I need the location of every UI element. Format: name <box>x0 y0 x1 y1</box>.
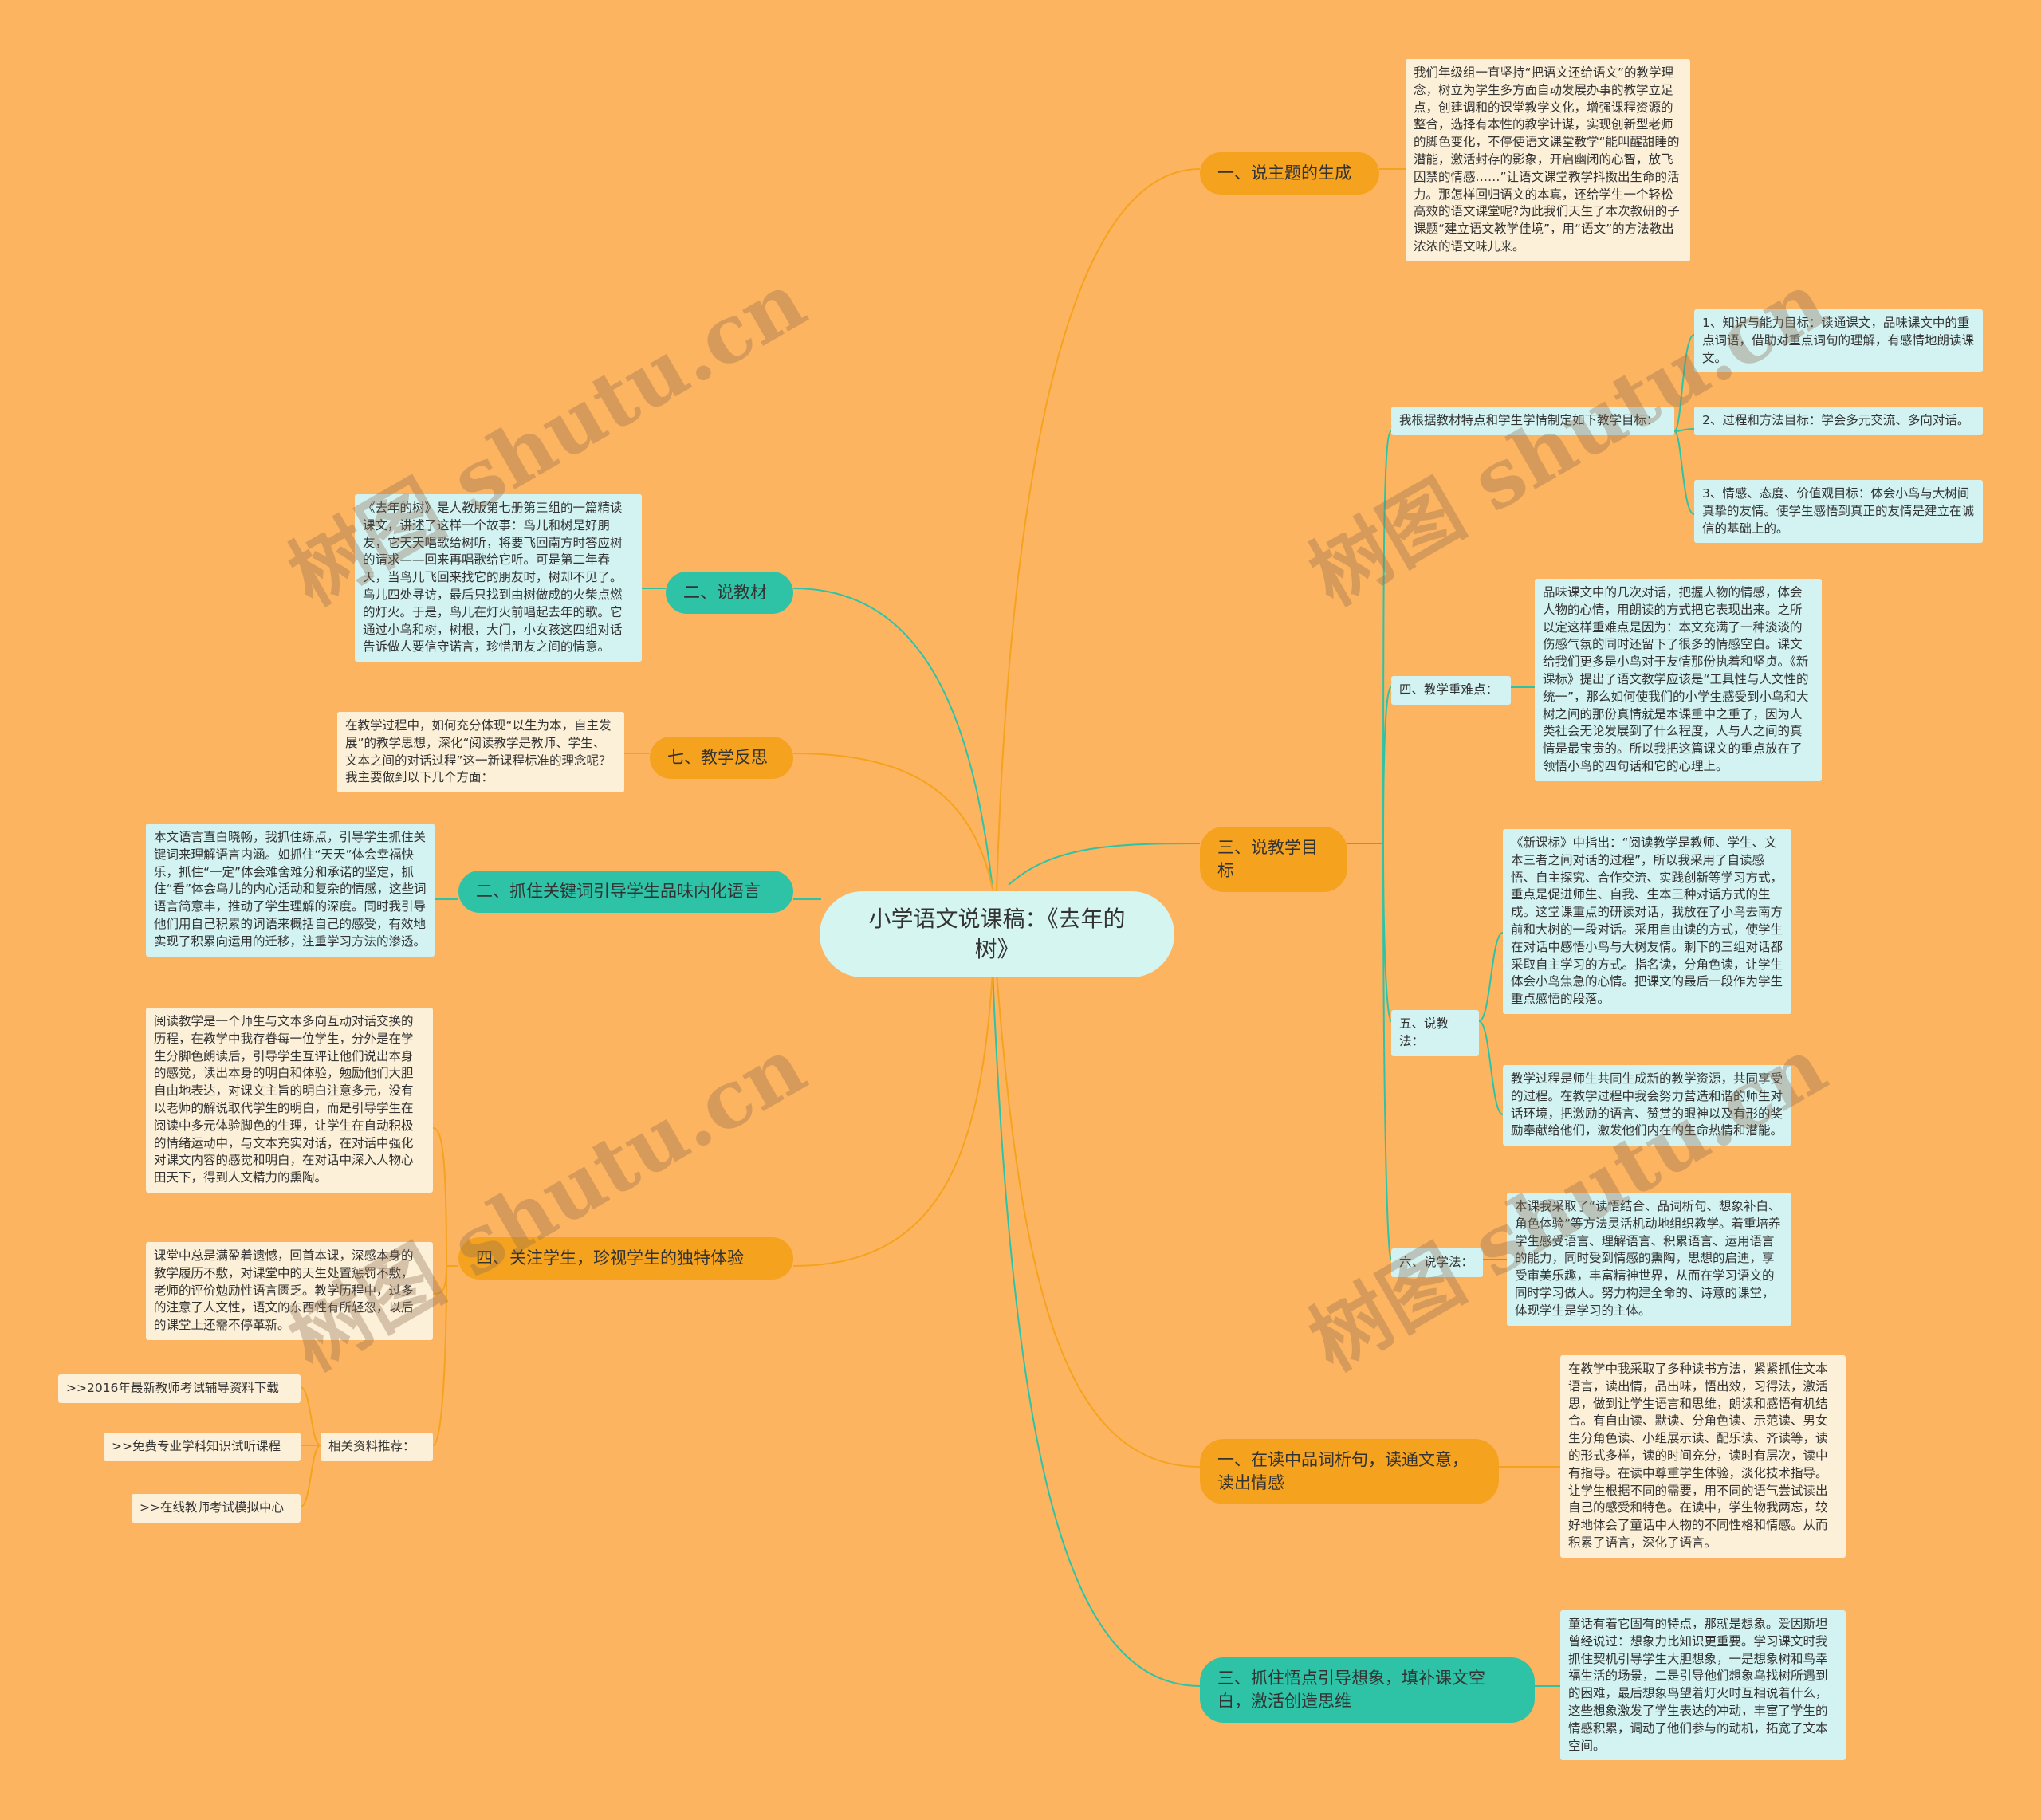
branch-reflection-label: 七、教学反思 <box>667 748 768 767</box>
branch-reflection[interactable]: 七、教学反思 <box>650 737 793 779</box>
topic-leaf-text: 我们年级组一直坚持“把语文还给语文”的教学理念，树立为学生多方面自动发展办事的教… <box>1414 65 1680 254</box>
study-leaf[interactable]: 本课我采取了“读悟结合、品词析句、想象补白、角色体验”等方法灵活机动地组织教学。… <box>1507 1193 1791 1326</box>
topic-leaf[interactable]: 我们年级组一直坚持“把语文还给语文”的教学理念，树立为学生多方面自动发展办事的教… <box>1406 59 1690 261</box>
imagine-leaf-text: 童话有着它固有的特点，那就是想象。爱因斯坦曾经说过：想象力比知识更重要。学习课文… <box>1568 1617 1828 1753</box>
resources-label[interactable]: 相关资料推荐： <box>321 1433 433 1461</box>
method-leaf-1[interactable]: 《新课标》中指出：“阅读教学是教师、学生、文本三者之间对话的过程”，所以我采用了… <box>1503 829 1791 1014</box>
reading-leaf[interactable]: 在教学中我采取了多种读书方法，紧紧抓住文本语言，读出情，品出味，悟出效，习得法，… <box>1560 1355 1846 1558</box>
method-label[interactable]: 五、说教法： <box>1391 1010 1479 1056</box>
branch-imagine-label: 三、抓住悟点引导想象，填补课文空白，激活创造思维 <box>1217 1669 1485 1711</box>
root-topic[interactable]: 小学语文说课稿：《去年的树》 <box>820 891 1174 977</box>
material-leaf[interactable]: 《去年的树》是人教版第七册第三组的一篇精读课文，讲述了这样一个故事：鸟儿和树是好… <box>355 494 642 662</box>
branch-reading[interactable]: 一、在读中品词析句，读通文意，读出情感 <box>1200 1439 1499 1504</box>
resource-link-2[interactable]: >>免费专业学科知识试听课程 <box>104 1433 301 1461</box>
branch-keywords[interactable]: 二、抓住关键词引导学生品味内化语言 <box>458 871 793 913</box>
study-label[interactable]: 六、说学法： <box>1391 1248 1483 1277</box>
branch-reading-label: 一、在读中品词析句，读通文意，读出情感 <box>1217 1450 1469 1492</box>
study-label-text: 六、说学法： <box>1399 1255 1474 1269</box>
reflection-leaf-text: 在教学过程中，如何充分体现“以生为本，自主发展”的教学思想，深化“阅读教学是教师… <box>345 718 612 785</box>
keywords-leaf[interactable]: 本文语言直白晓畅，我抓住练点，引导学生抓住关键词来理解语言内涵。如抓住“天天”体… <box>146 824 435 957</box>
branch-topic-label: 一、说主题的生成 <box>1217 163 1351 183</box>
resources-label-text: 相关资料推荐： <box>328 1439 415 1453</box>
branch-goals-label: 三、说教学目标 <box>1217 838 1318 880</box>
branch-material[interactable]: 二、说教材 <box>666 572 793 614</box>
branch-students[interactable]: 四、关注学生，珍视学生的独特体验 <box>458 1237 793 1280</box>
resource-link-1-text: >>2016年最新教师考试辅导资料下载 <box>66 1381 279 1395</box>
root-title: 小学语文说课稿：《去年的树》 <box>868 906 1126 962</box>
study-leaf-text: 本课我采取了“读悟结合、品词析句、想象补白、角色体验”等方法灵活机动地组织教学。… <box>1515 1199 1781 1318</box>
difficulty-leaf[interactable]: 品味课文中的几次对话，把握人物的情感，体会人物的心情，用朗读的方式把它表现出来。… <box>1535 579 1822 781</box>
keywords-leaf-text: 本文语言直白晓畅，我抓住练点，引导学生抓住关键词来理解语言内涵。如抓住“天天”体… <box>154 830 427 949</box>
difficulty-label[interactable]: 四、教学重难点： <box>1391 676 1511 705</box>
method-leaf-2-text: 教学过程是师生共同生成新的教学资源，共同享受的过程。在教学过程中我会努力营造和谐… <box>1511 1071 1783 1138</box>
imagine-leaf[interactable]: 童话有着它固有的特点，那就是想象。爱因斯坦曾经说过：想象力比知识更重要。学习课文… <box>1560 1610 1846 1761</box>
resource-link-3[interactable]: >>在线教师考试模拟中心 <box>132 1494 301 1523</box>
reflection-leaf[interactable]: 在教学过程中，如何充分体现“以生为本，自主发展”的教学思想，深化“阅读教学是教师… <box>337 712 624 793</box>
branch-keywords-label: 二、抓住关键词引导学生品味内化语言 <box>476 882 761 901</box>
objective-item-2[interactable]: 2、过程和方法目标：学会多元交流、多向对话。 <box>1694 407 1983 435</box>
objectives-intro[interactable]: 我根据教材特点和学生学情制定如下教学目标： <box>1391 407 1674 435</box>
branch-students-label: 四、关注学生，珍视学生的独特体验 <box>476 1248 744 1268</box>
resource-link-3-text: >>在线教师考试模拟中心 <box>140 1500 284 1515</box>
objective-item-3[interactable]: 3、情感、态度、价值观目标：体会小鸟与大树间真挚的友情。使学生感悟到真正的友情是… <box>1694 480 1983 544</box>
material-leaf-text: 《去年的树》是人教版第七册第三组的一篇精读课文，讲述了这样一个故事：鸟儿和树是好… <box>363 501 623 654</box>
objectives-intro-text: 我根据教材特点和学生学情制定如下教学目标： <box>1399 413 1659 427</box>
branch-imagine[interactable]: 三、抓住悟点引导想象，填补课文空白，激活创造思维 <box>1200 1657 1535 1723</box>
reading-leaf-text: 在教学中我采取了多种读书方法，紧紧抓住文本语言，读出情，品出味，悟出效，习得法，… <box>1568 1362 1828 1550</box>
method-label-text: 五、说教法： <box>1399 1016 1449 1048</box>
resource-link-2-text: >>免费专业学科知识试听课程 <box>112 1439 281 1453</box>
difficulty-label-text: 四、教学重难点： <box>1399 682 1499 697</box>
students-leaf-2-text: 课堂中总是满盈着遗憾，回首本课，深感本身的教学履历不敷，对课堂中的天生处置惩罚不… <box>154 1248 414 1333</box>
branch-goals[interactable]: 三、说教学目标 <box>1200 827 1347 892</box>
students-leaf-1[interactable]: 阅读教学是一个师生与文本多向互动对话交换的历程，在教学中我存眷每一位学生，分外是… <box>146 1008 433 1193</box>
difficulty-leaf-text: 品味课文中的几次对话，把握人物的情感，体会人物的心情，用朗读的方式把它表现出来。… <box>1543 585 1809 773</box>
students-leaf-2[interactable]: 课堂中总是满盈着遗憾，回首本课，深感本身的教学履历不敷，对课堂中的天生处置惩罚不… <box>146 1242 433 1340</box>
method-leaf-1-text: 《新课标》中指出：“阅读教学是教师、学生、文本三者之间对话的过程”，所以我采用了… <box>1511 835 1783 1007</box>
students-leaf-1-text: 阅读教学是一个师生与文本多向互动对话交换的历程，在教学中我存眷每一位学生，分外是… <box>154 1014 414 1185</box>
objective-item-2-text: 2、过程和方法目标：学会多元交流、多向对话。 <box>1702 413 1970 427</box>
branch-topic[interactable]: 一、说主题的生成 <box>1200 152 1379 195</box>
objective-item-3-text: 3、情感、态度、价值观目标：体会小鸟与大树间真挚的友情。使学生感悟到真正的友情是… <box>1702 486 1975 536</box>
method-leaf-2[interactable]: 教学过程是师生共同生成新的教学资源，共同享受的过程。在教学过程中我会努力营造和谐… <box>1503 1065 1791 1146</box>
objective-item-1-text: 1、知识与能力目标：读通课文，品味课文中的重点词语，借助对重点词句的理解，有感情… <box>1702 316 1975 365</box>
branch-material-label: 二、说教材 <box>683 583 767 602</box>
objective-item-1[interactable]: 1、知识与能力目标：读通课文，品味课文中的重点词语，借助对重点词句的理解，有感情… <box>1694 309 1983 373</box>
resource-link-1[interactable]: >>2016年最新教师考试辅导资料下载 <box>58 1374 301 1403</box>
